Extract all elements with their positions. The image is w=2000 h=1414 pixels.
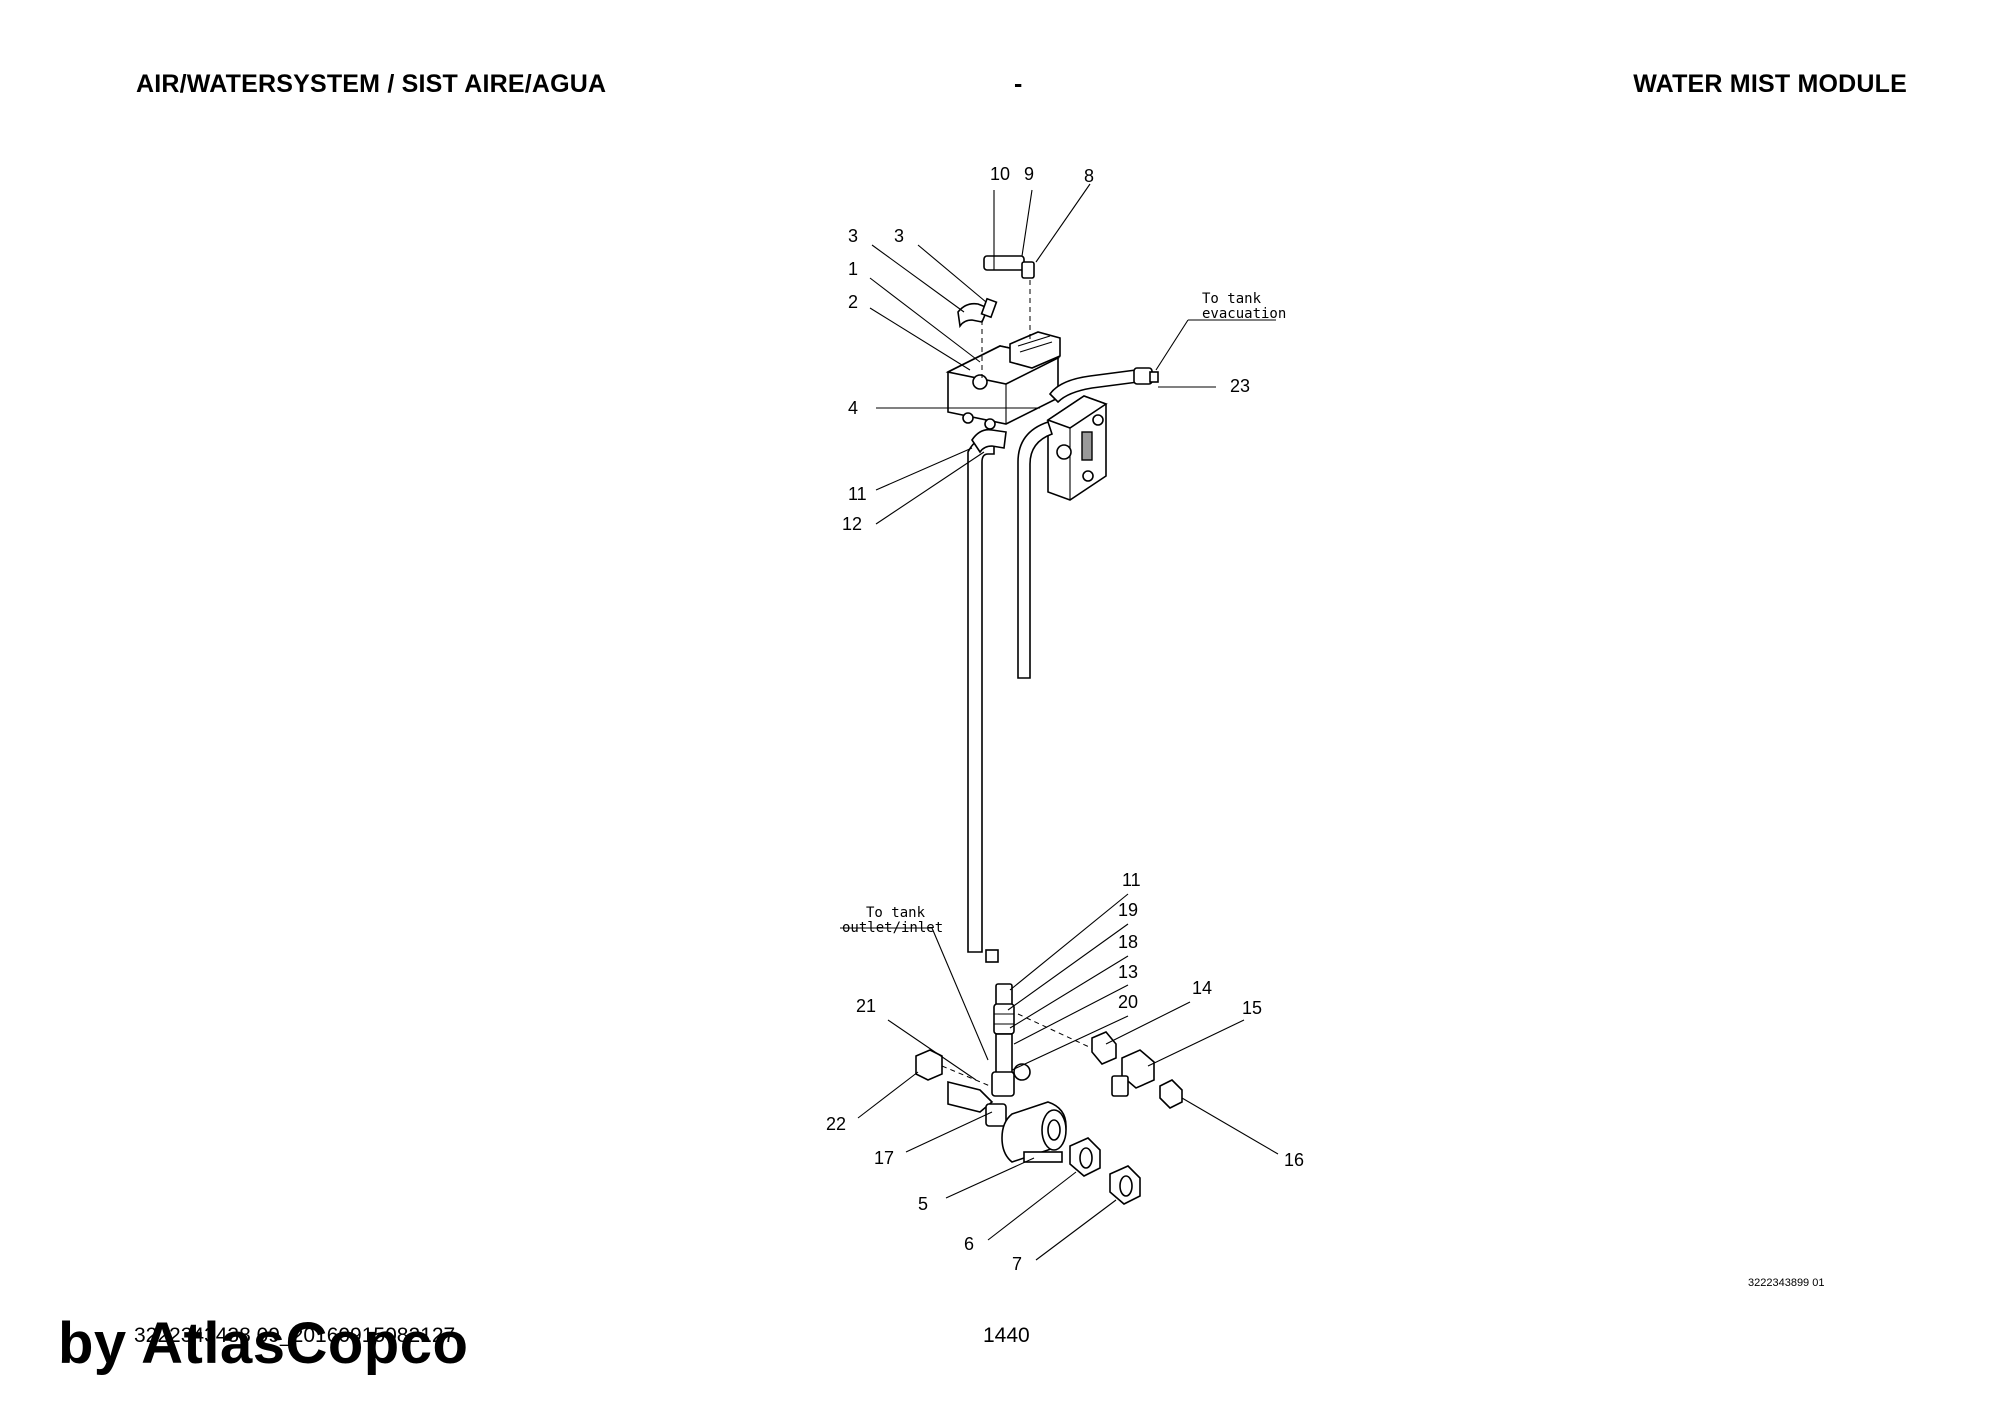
coupling-21: [1069, 1137, 1101, 1177]
header-module-title: WATER MIST MODULE: [1633, 70, 1907, 98]
callout-6: 9: [1024, 164, 1034, 184]
hose-end-fitting-23: [1133, 367, 1159, 385]
callout-12: 15: [1242, 998, 1262, 1018]
callout-4: 4: [848, 398, 858, 418]
callout-21: 6: [964, 1234, 974, 1254]
adapter-11-12-13: [1091, 1031, 1183, 1109]
water-hoses: [967, 420, 1054, 963]
callout-13: 16: [1284, 1150, 1304, 1170]
callout-16: 20: [1118, 992, 1138, 1012]
elbow-fitting-3: [957, 297, 998, 329]
note-tank-outlet: To tank outlet/inlet: [842, 905, 943, 936]
atlascopco-watermark: by AtlasCopco: [58, 1311, 469, 1376]
callout-22: 7: [1012, 1254, 1022, 1274]
document-reference: 3222343438 09_20160915082127: [134, 1324, 456, 1347]
callout-18: 22: [826, 1114, 846, 1134]
note-tank-evacuation: To tank evacuation: [1202, 291, 1286, 322]
callout-20: 5: [918, 1194, 928, 1214]
callout-14: 18: [1118, 932, 1138, 952]
callout-19: 17: [874, 1148, 894, 1168]
note-outlet-line1: To tank: [866, 905, 926, 921]
callout-23: 23: [1230, 376, 1250, 396]
leader-lines: [840, 183, 1279, 1261]
callout-1: 1: [848, 259, 858, 279]
header-separator: -: [1014, 70, 1023, 98]
callout-11b: 14: [1192, 978, 1212, 998]
note-evacuation-line2: evacuation: [1202, 306, 1286, 322]
note-evacuation-line1: To tank: [1202, 291, 1262, 307]
callout-10: 12: [842, 514, 862, 534]
elbow-fitting-8: [971, 428, 1007, 454]
valve-block-assembly: [945, 331, 1108, 501]
callout-3b: 3: [894, 226, 904, 246]
header-section-title: AIR/WATERSYSTEM / SIST AIRE/AGUA: [136, 70, 607, 98]
callout-15: 19: [1118, 900, 1138, 920]
callout-5: 8: [1084, 166, 1094, 186]
tee-valve-assembly: [947, 983, 1031, 1127]
callout-11a: 13: [1118, 962, 1138, 982]
filter-housing-20: [1001, 1101, 1067, 1163]
push-fitting-5-6-7: [983, 255, 1035, 279]
callout-7: 10: [990, 164, 1010, 184]
callout-17: 21: [856, 996, 876, 1016]
coupling-22: [1109, 1165, 1141, 1205]
callout-9: 11: [1122, 870, 1141, 890]
callout-8: 11: [848, 484, 867, 504]
callout-3a: 3: [848, 226, 858, 246]
note-outlet-line2: outlet/inlet: [842, 920, 943, 936]
drawing-number: 3222343899 01: [1748, 1277, 1825, 1289]
callout-2: 2: [848, 292, 858, 312]
page-number: 1440: [983, 1324, 1030, 1347]
callout-numbers: 10 9 8 3 3 1 2 4 11 12 23 11 19 18 13 20…: [826, 164, 1304, 1274]
